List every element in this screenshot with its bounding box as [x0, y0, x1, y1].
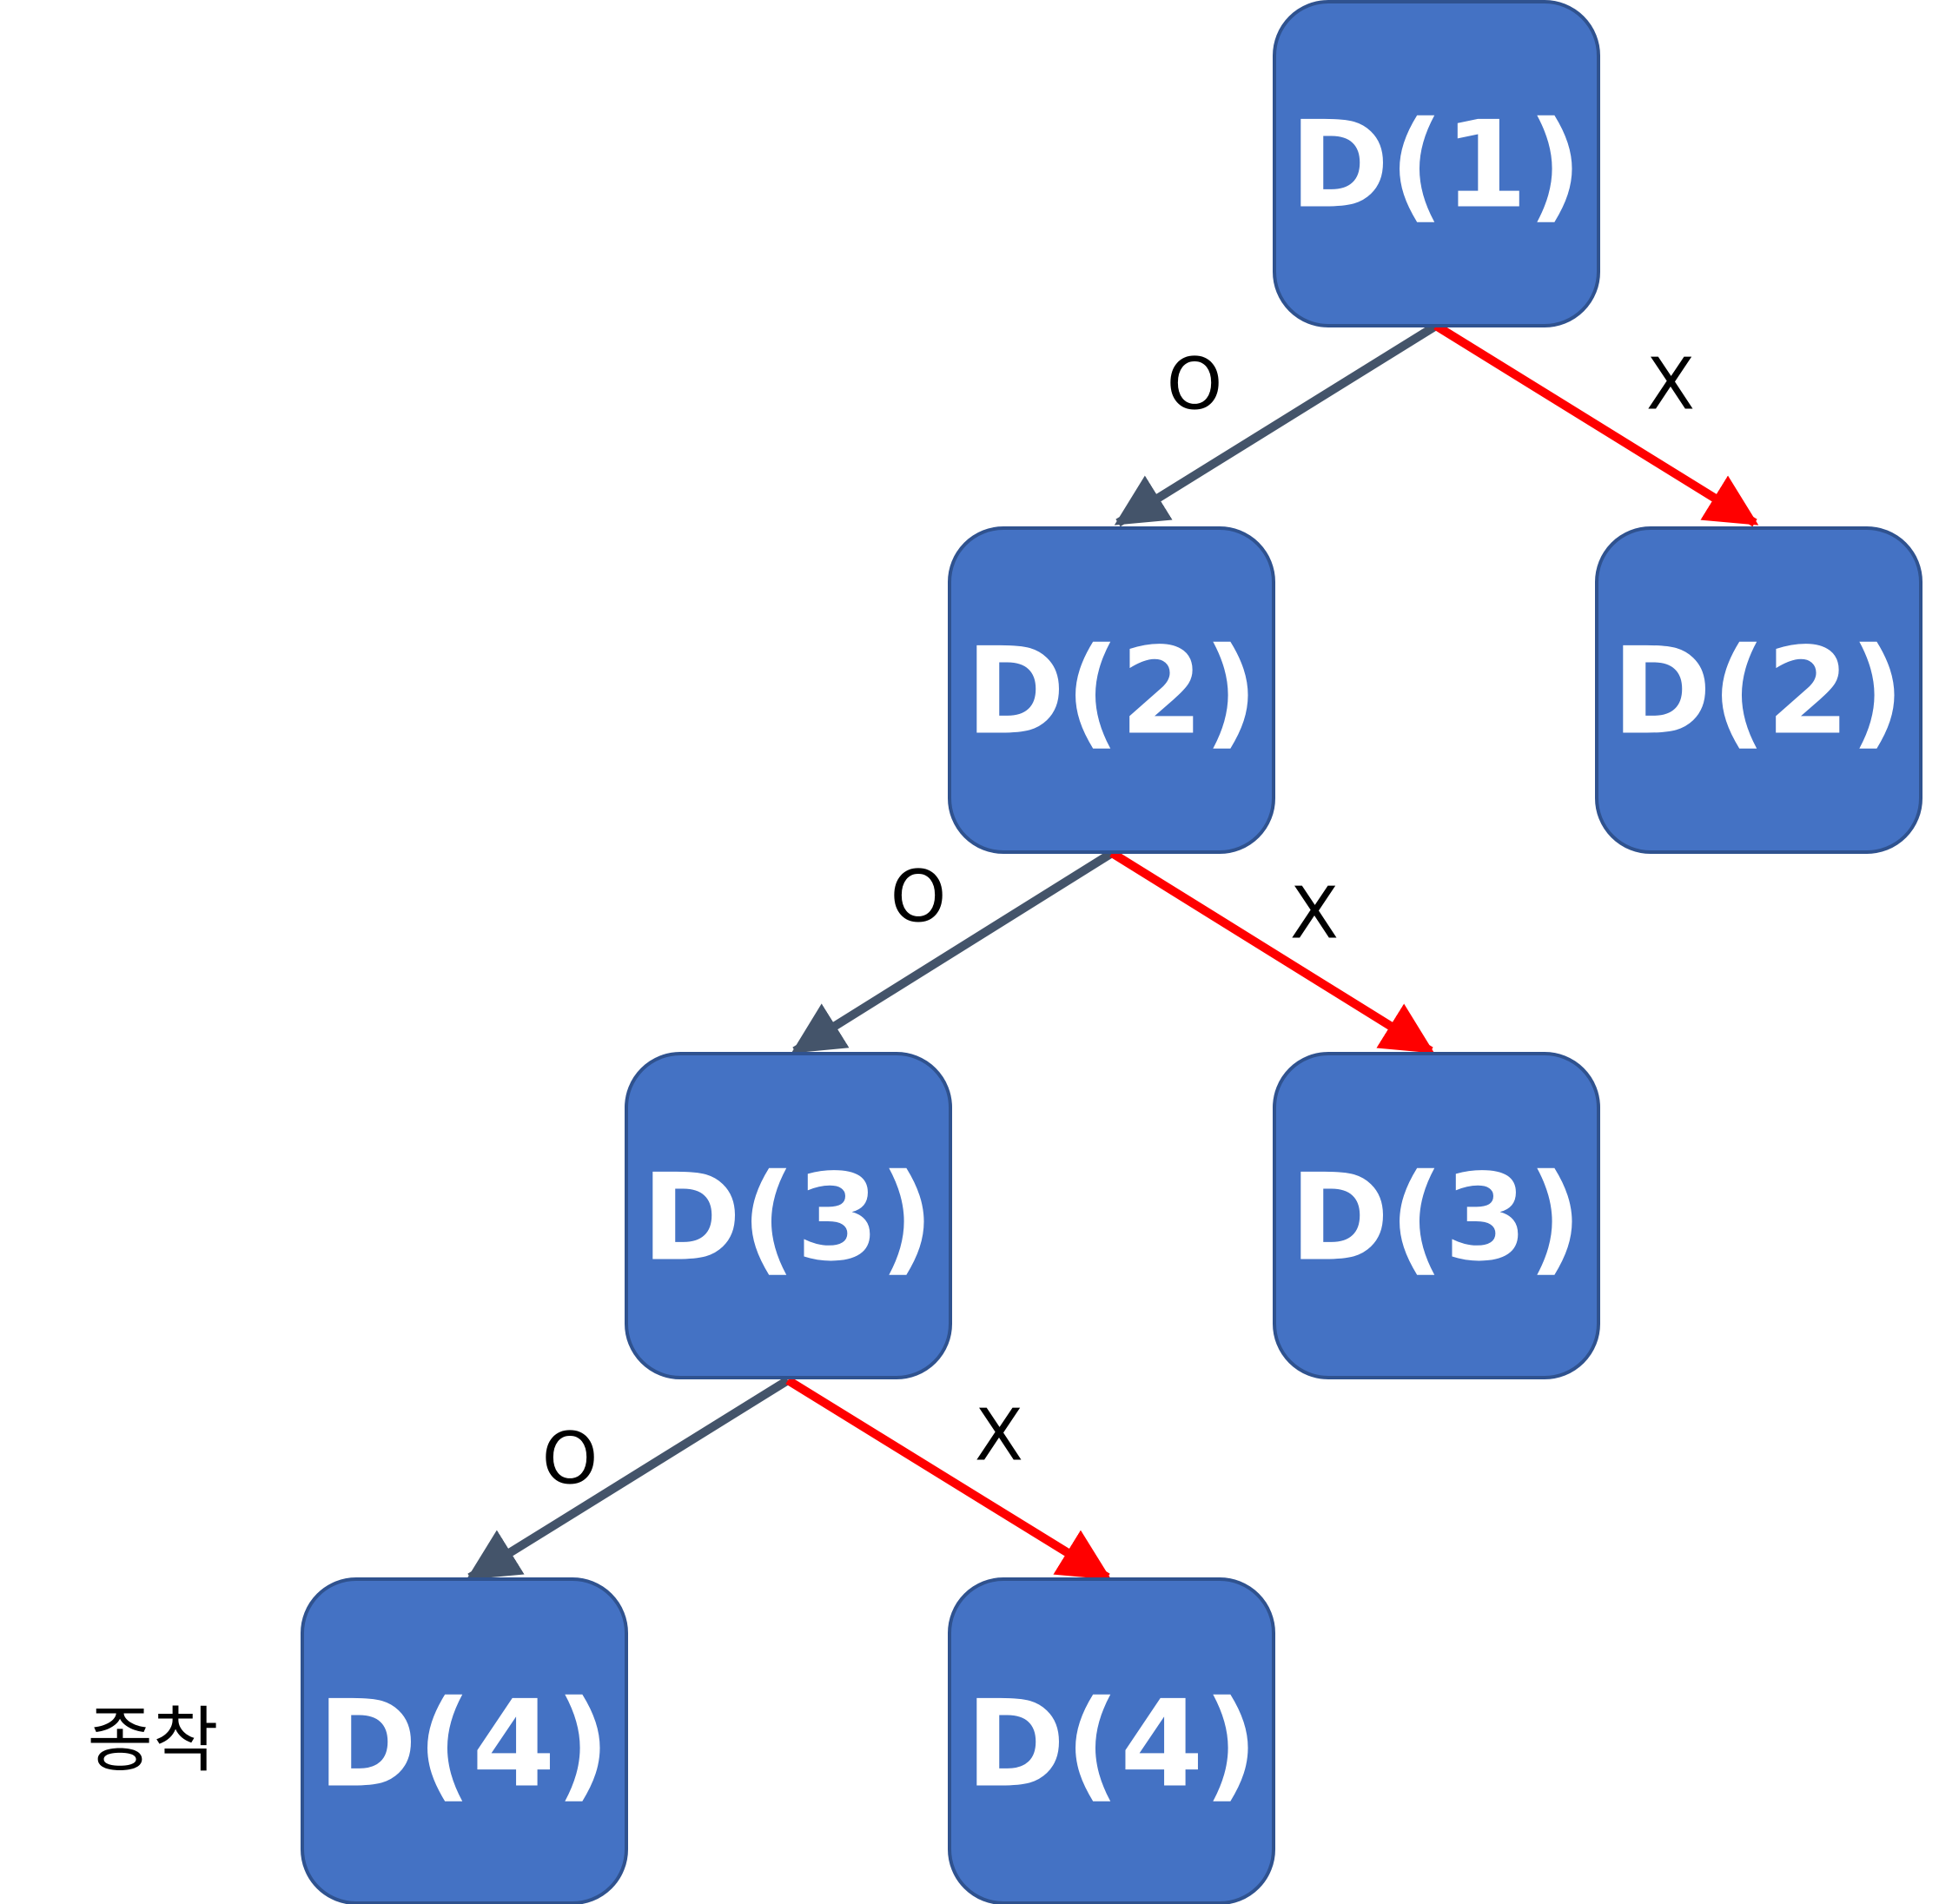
node-label: D(3) [1290, 1148, 1583, 1288]
tree-node-d4-no: D(4) [948, 1577, 1275, 1904]
node-label: D(4) [966, 1675, 1259, 1815]
node-label: D(2) [1612, 622, 1905, 762]
edge-label-yes-1: O [1167, 344, 1223, 426]
edge-no-2-to-3 [1109, 849, 1435, 1055]
edge-yes-3-to-4 [466, 1376, 791, 1582]
tree-node-d4-yes: D(4) [301, 1577, 628, 1904]
edge-label-yes-2: O [890, 856, 947, 939]
node-label: D(2) [966, 622, 1259, 762]
node-label: D(3) [642, 1148, 935, 1288]
edge-no-1-to-2 [1433, 321, 1759, 527]
edge-yes-1-to-2 [1114, 321, 1439, 527]
edge-labels: O X O X O X [542, 344, 1695, 1501]
tree-node-d3-no: D(3) [1273, 1052, 1600, 1379]
edges [466, 321, 1759, 1582]
edge-label-no-1: X [1646, 344, 1695, 426]
edge-yes-2-to-3 [791, 849, 1115, 1055]
terminal-label: 종착 [88, 1700, 219, 1782]
node-label: D(4) [318, 1675, 611, 1815]
edge-label-no-2: X [1290, 873, 1339, 955]
edge-label-no-3: X [975, 1395, 1023, 1478]
tree-node-d2-no: D(2) [1595, 526, 1922, 854]
tree-node-d2-yes: D(2) [948, 526, 1275, 854]
edge-label-yes-3: O [542, 1418, 599, 1501]
tree-node-d3-yes: D(3) [625, 1052, 952, 1379]
tree-node-d1: D(1) [1273, 0, 1600, 327]
node-label: D(1) [1290, 96, 1583, 235]
edge-no-3-to-4 [785, 1376, 1112, 1582]
